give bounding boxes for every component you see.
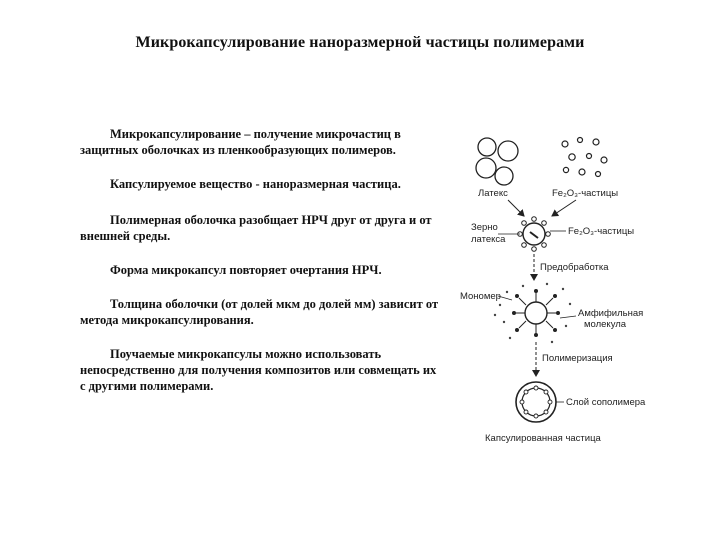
encapsulated-particle [515, 381, 557, 423]
label-latex: Латекс [478, 188, 508, 199]
label-monomer: Мономер [460, 291, 501, 302]
arrow-latex [507, 199, 525, 217]
label-encapsulated-particle: Капсулированная частица [485, 433, 602, 444]
paragraph-definition: Микрокапсулирование – получение микрочас… [80, 127, 401, 157]
label-pretreatment: Предобработка [540, 262, 609, 273]
body-text: Микрокапсулирование – получение микрочас… [80, 126, 440, 412]
label-fe2o3-mid: Fe₂O₃-частицы [568, 226, 634, 237]
latex-particles [475, 137, 519, 186]
paragraph-polymer-shell: Полимерная оболочка разобщает НРЧ друг о… [80, 213, 432, 243]
label-amphiphilic-line2: молекула [584, 319, 627, 330]
monomer-pointer [497, 295, 513, 301]
label-fe2o3-top: Fe₂O₃-частицы [552, 188, 618, 199]
fe2o3-particles [561, 136, 608, 178]
paragraph-capsule-shape: Форма микрокапсул повторяет очертания НР… [110, 263, 382, 277]
label-amphiphilic-line1: Амфифильная [578, 308, 643, 319]
arrow-fe2o3 [551, 199, 577, 217]
amphiphilic-stage [493, 282, 572, 344]
label-grain-line2: латекса [471, 234, 506, 245]
label-copolymer-layer: Слой сополимера [566, 397, 646, 408]
paragraph-shell-thickness: Толщина оболочки (от долей мкм до долей … [80, 297, 439, 327]
amphiphilic-pointer [559, 315, 577, 319]
label-polymerization: Полимеризация [542, 353, 613, 364]
paragraph-encapsulated-substance: Капсулируемое вещество - наноразмерная ч… [110, 177, 401, 191]
paragraph-usage: Поучаемые микрокапсулы можно использоват… [80, 347, 437, 393]
label-grain-line1: Зерно [471, 222, 498, 233]
latex-grain-with-particles [517, 216, 551, 252]
page-title: Микрокапсулирование наноразмерной частиц… [135, 34, 585, 51]
